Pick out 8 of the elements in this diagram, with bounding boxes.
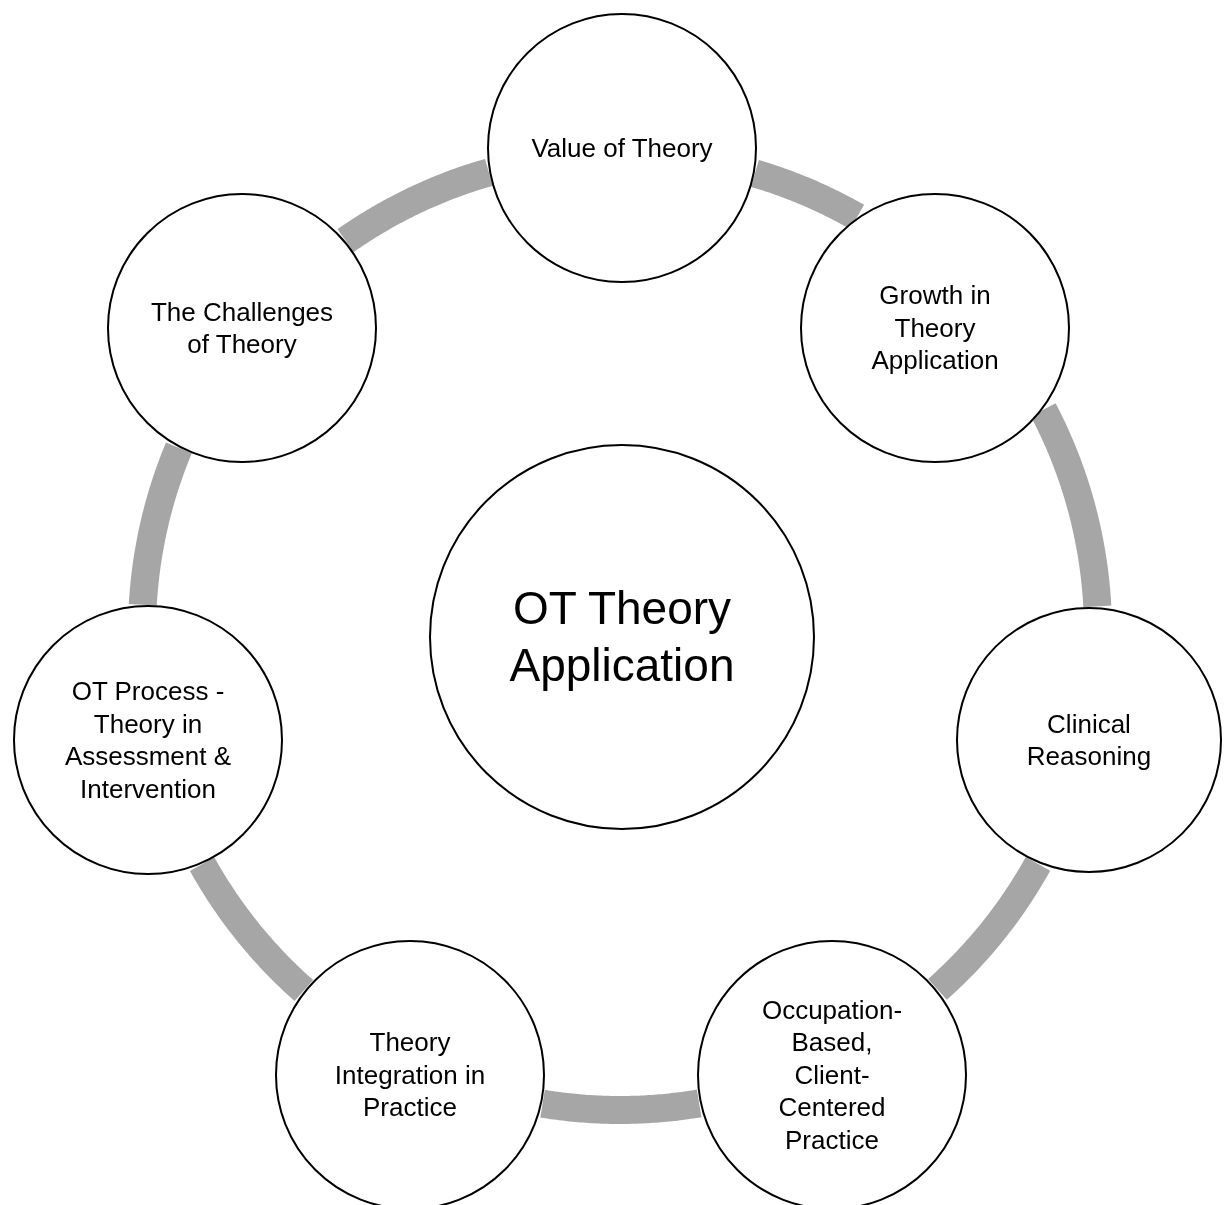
topic-label: The Challenges of Theory: [149, 295, 335, 361]
topic-label: Growth in Theory Application: [870, 279, 1000, 377]
topic-label: Occupation-Based, Client-Centered Practice: [760, 993, 904, 1157]
topic-label: Clinical Reasoning: [1025, 707, 1153, 773]
topic-label: Value of Theory: [531, 131, 713, 165]
topic-label: OT Process - Theory in Assessment & Intervention: [63, 675, 233, 805]
topic-label: Theory Integration in Practice: [333, 1026, 487, 1124]
central-title: OT Theory Application: [508, 580, 736, 693]
